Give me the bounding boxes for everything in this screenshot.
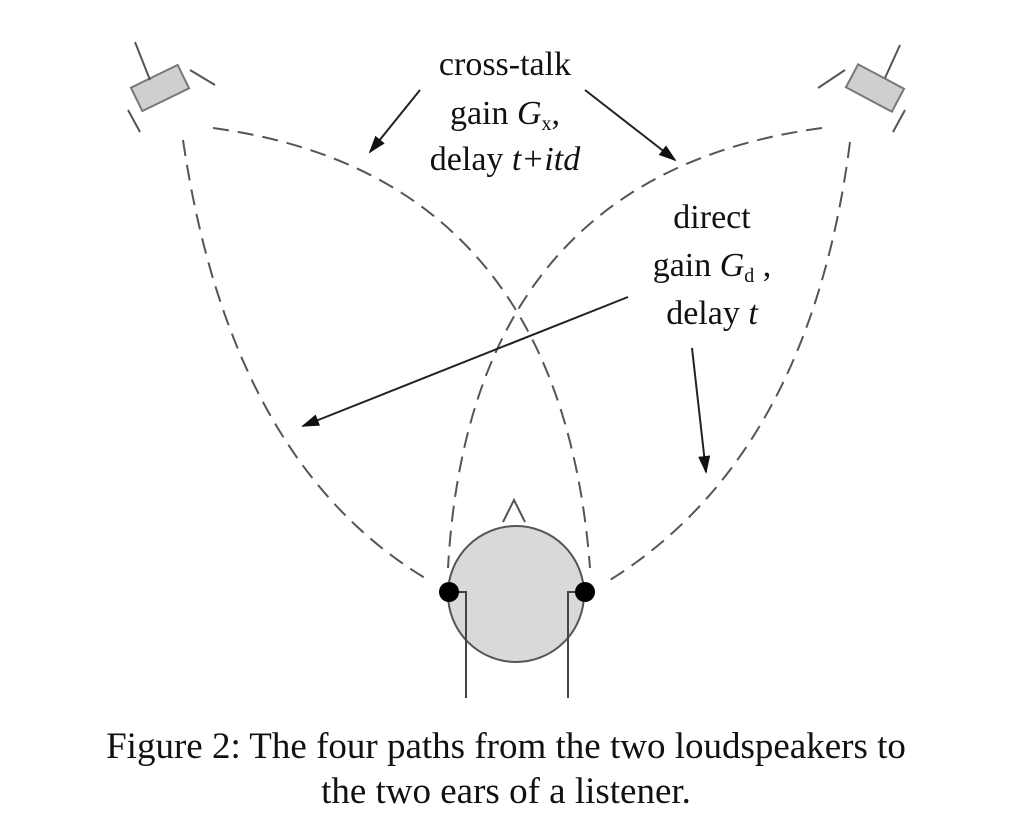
direct-path-right (609, 141, 851, 581)
direct-arrow-left (301, 296, 629, 427)
crosstalk-path-right-speaker-to-left-ear (447, 127, 823, 569)
crosstalk-title: cross-talk (439, 46, 571, 83)
crosstalk-label: cross-talk gain Gx, delay t+itd (430, 46, 581, 178)
direct-delay: delay t (666, 295, 759, 332)
direct-title: direct (673, 199, 751, 236)
head-circle (447, 525, 585, 663)
crosstalk-arrow-left (368, 89, 421, 154)
listener-head (439, 497, 595, 698)
left-speaker-body (129, 63, 191, 113)
crosstalk-arrow-right (584, 89, 677, 162)
direct-arrow-right (691, 347, 711, 474)
crosstalk-delay: delay t+itd (430, 141, 581, 178)
crosstalk-path-left-speaker-to-right-ear (212, 127, 591, 569)
left-speaker-cone (127, 41, 216, 133)
right-speaker-body (844, 62, 906, 114)
direct-path-left (182, 139, 426, 579)
right-speaker-cone (817, 44, 906, 133)
left-loudspeaker (127, 41, 216, 133)
nose (502, 497, 526, 523)
direct-label: direct gain Gd , delay t (653, 199, 772, 332)
crosstalk-gain: gain Gx, (450, 95, 560, 135)
figure-caption-line-1: Figure 2: The four paths from the two lo… (106, 726, 906, 767)
right-ear-dot (575, 582, 595, 602)
right-loudspeaker (817, 44, 906, 133)
direct-gain: gain Gd , (653, 247, 772, 287)
figure-caption-line-2: the two ears of a listener. (321, 771, 691, 812)
left-ear-dot (439, 582, 459, 602)
